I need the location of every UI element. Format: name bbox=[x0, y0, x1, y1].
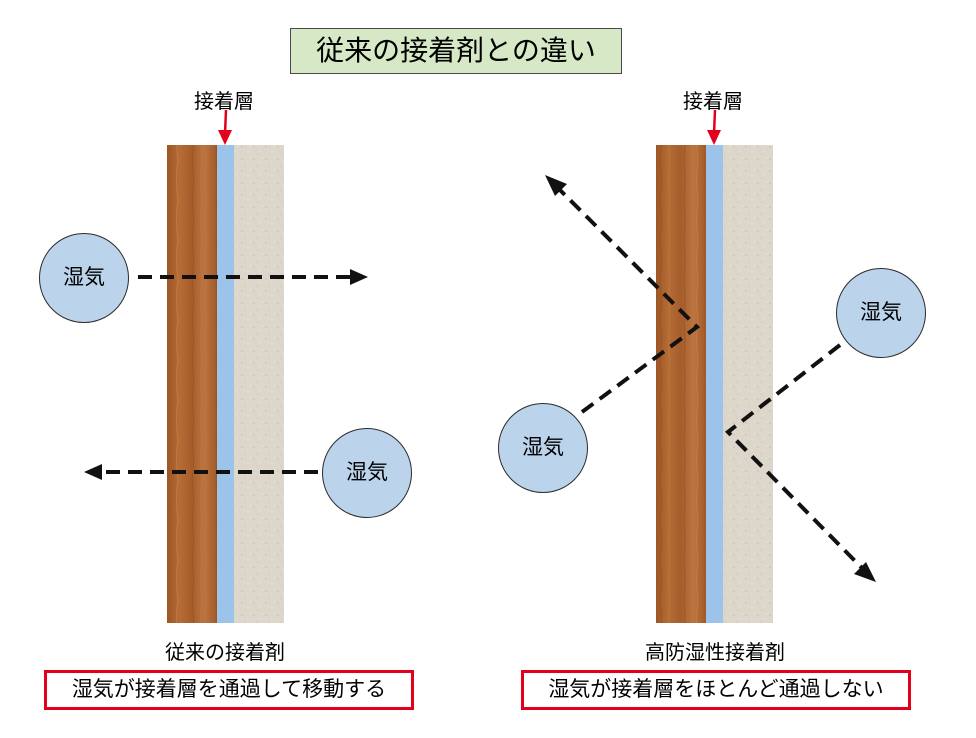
left-moisture-bubble-top: 湿気 bbox=[39, 233, 129, 323]
left-adhesive-layer bbox=[217, 145, 234, 623]
left-description-box: 湿気が接着層を通過して移動する bbox=[44, 670, 414, 710]
right-description-box: 湿気が接着層をほとんど通過しない bbox=[521, 670, 911, 710]
right-adhesive-layer bbox=[706, 145, 723, 623]
left-arrow-pass-left bbox=[84, 464, 318, 480]
right-layer-label: 接着層 bbox=[683, 89, 743, 113]
diagram-title: 従来の接着剤との違い bbox=[290, 28, 622, 74]
right-arrow-reflect-left bbox=[545, 175, 701, 414]
right-moisture-bubble-left: 湿気 bbox=[498, 403, 588, 493]
right-pointer-arrow bbox=[707, 109, 721, 145]
left-pointer-arrow bbox=[218, 109, 232, 145]
right-arrow-reflect-right bbox=[724, 343, 876, 582]
left-arrow-pass-right bbox=[138, 269, 368, 285]
right-moisture-bubble-right: 湿気 bbox=[836, 268, 926, 358]
left-wall bbox=[167, 145, 284, 623]
right-wall bbox=[656, 145, 773, 623]
left-caption: 従来の接着剤 bbox=[165, 640, 285, 664]
left-moisture-bubble-bottom: 湿気 bbox=[322, 428, 412, 518]
left-board-layer bbox=[234, 145, 284, 623]
right-board-layer bbox=[723, 145, 773, 623]
right-caption: 高防湿性接着剤 bbox=[645, 640, 785, 664]
left-layer-label: 接着層 bbox=[194, 89, 254, 113]
